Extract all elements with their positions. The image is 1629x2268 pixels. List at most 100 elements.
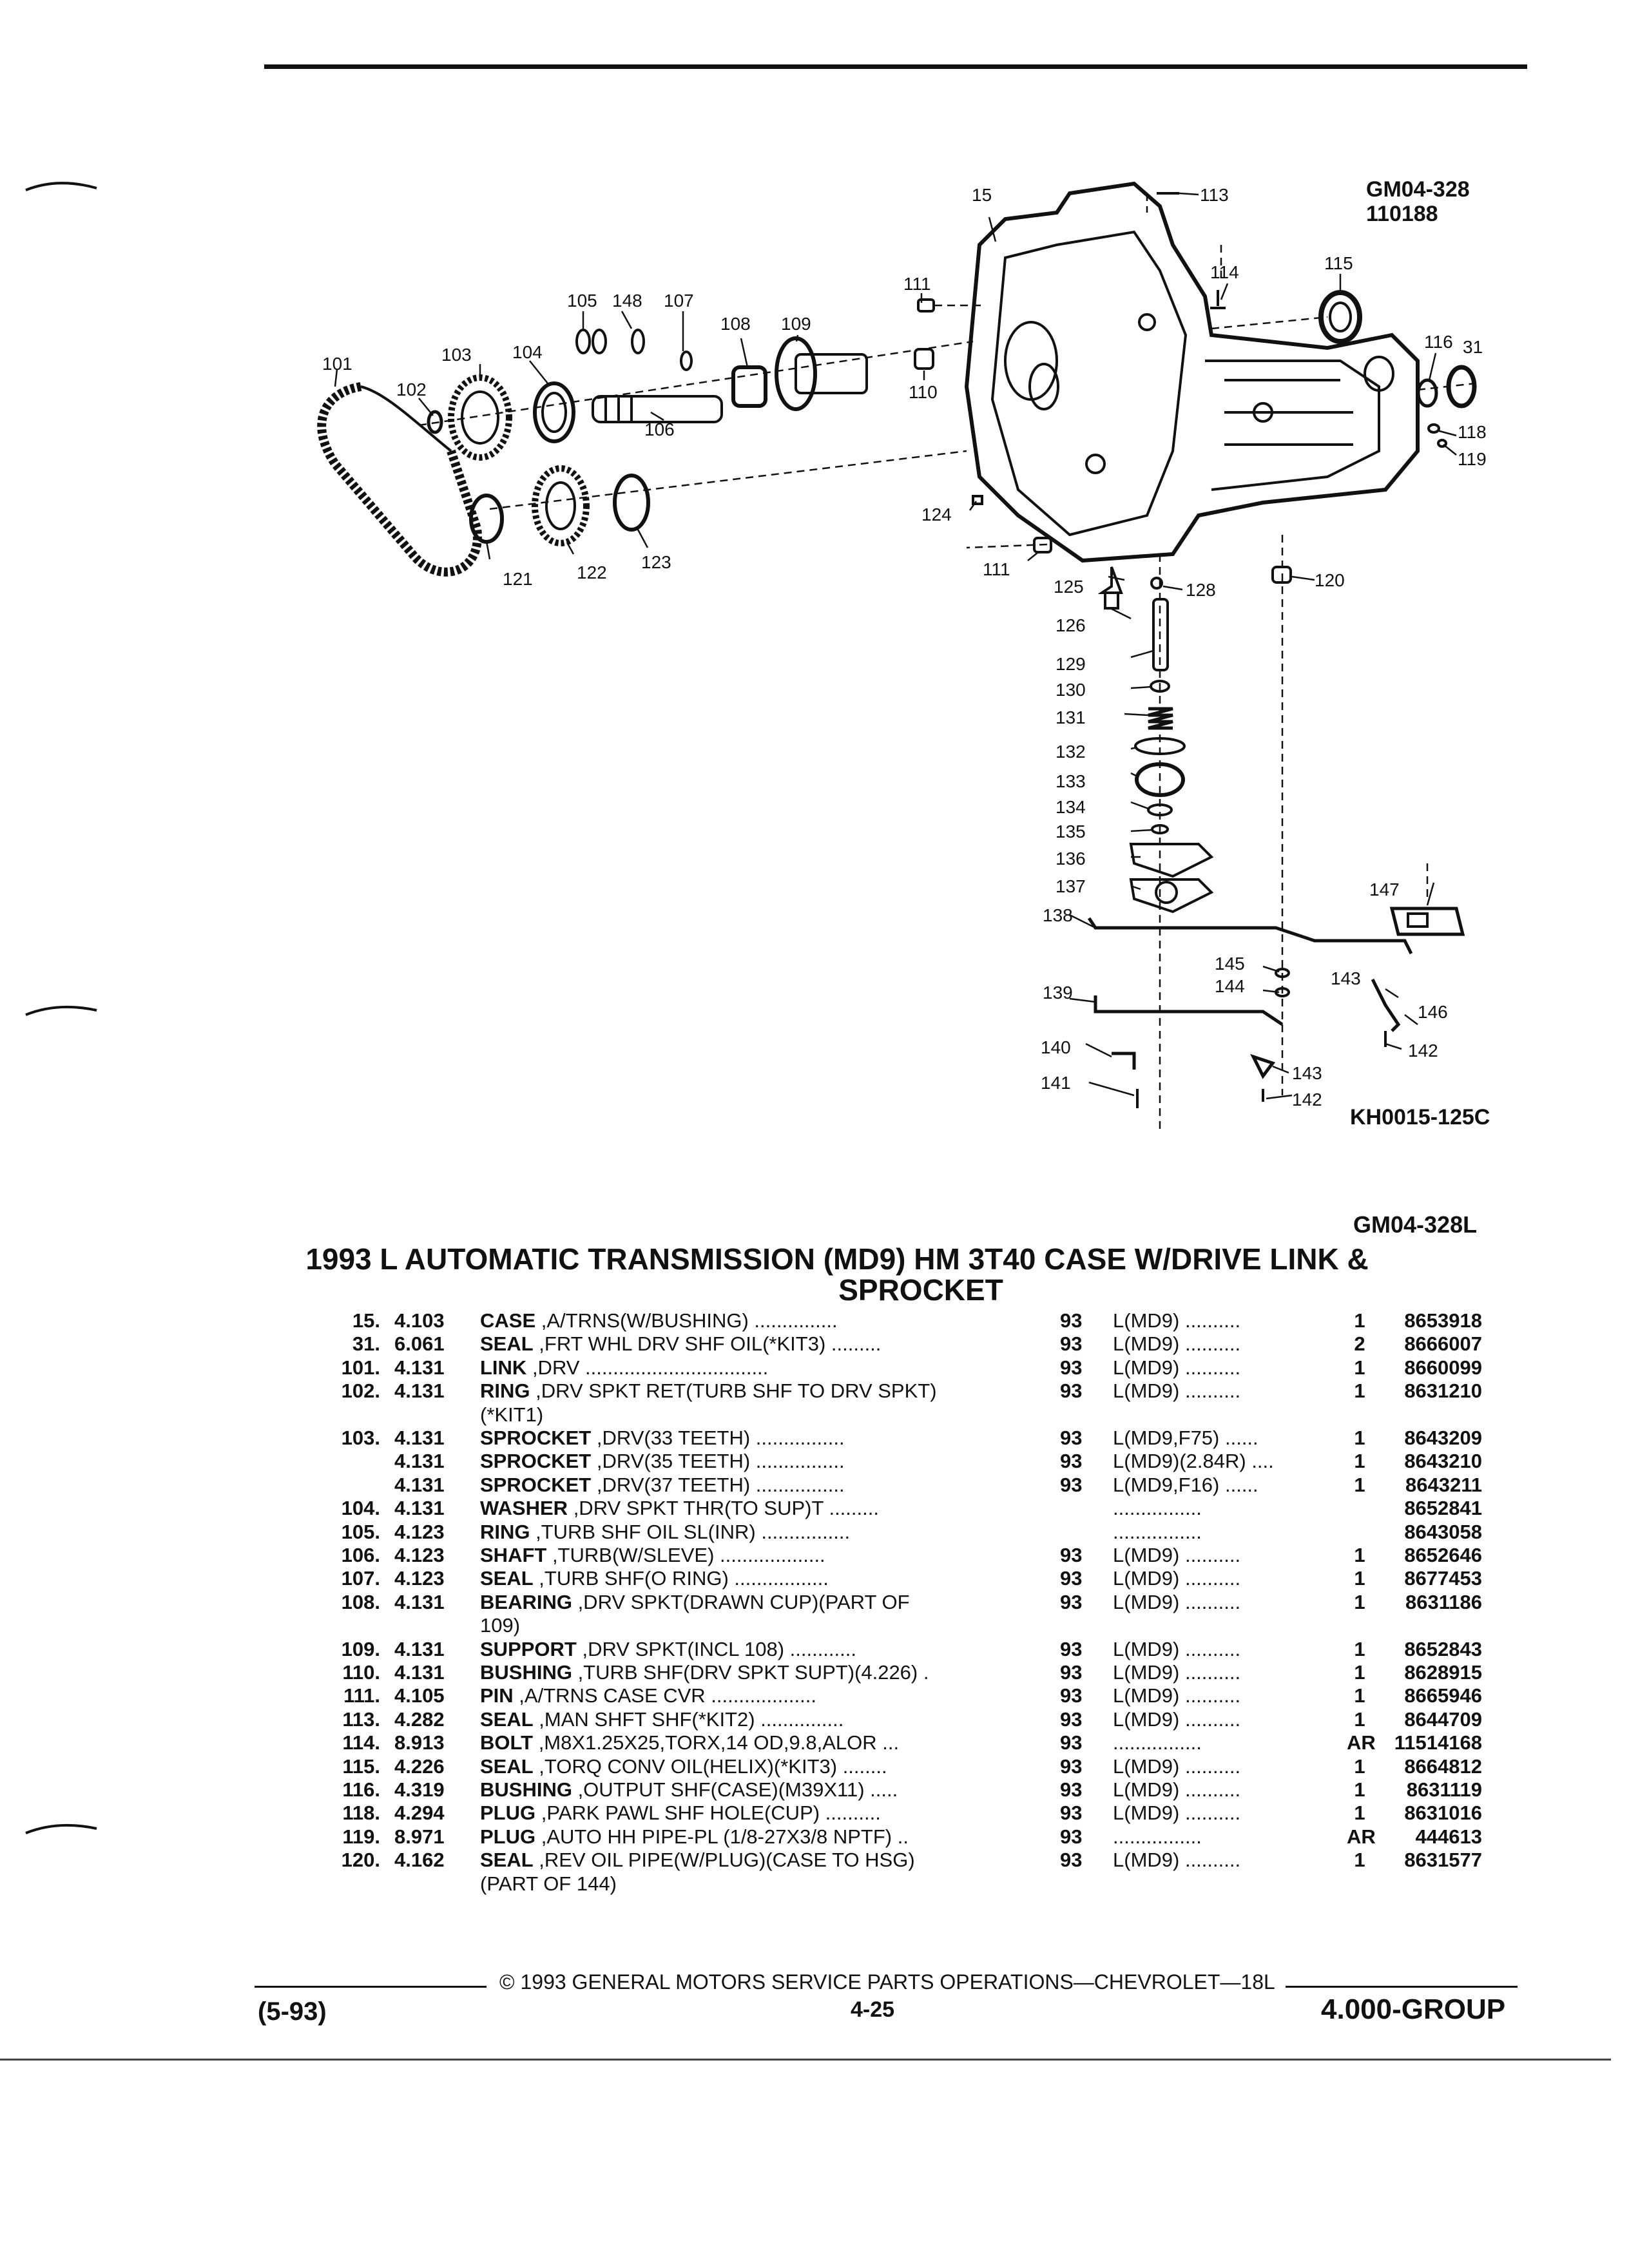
model-code: L(MD9) .......... (1113, 1754, 1241, 1778)
footer-rule-right (1286, 1986, 1518, 1988)
part-name: SPROCKET (480, 1427, 592, 1449)
model-year: 93 (1060, 1778, 1083, 1801)
callout-label: 106 (644, 419, 675, 439)
callout-label: 124 (921, 505, 952, 524)
part-ref: 118. (342, 1802, 380, 1825)
group-number: 4.162 (394, 1849, 445, 1872)
callout-label: 31 (1463, 337, 1483, 357)
callout-label: 134 (1055, 797, 1086, 817)
part-name: RING (480, 1379, 530, 1403)
part-detail: ,DRV SPKT RET(TURB SHF TO DRV SPKT) (530, 1379, 937, 1403)
group-number: 4.123 (394, 1544, 445, 1566)
callout-label: 109 (781, 314, 811, 334)
quantity: 1 (1354, 1661, 1365, 1684)
part-description: SPROCKET ,DRV(37 TEETH) ................ (480, 1474, 845, 1497)
callout-label: 145 (1215, 954, 1245, 974)
part-ref: 119. (342, 1825, 380, 1848)
part-ref: 108. (341, 1590, 380, 1613)
model-code: L(MD9) .......... (1113, 1778, 1241, 1801)
footer-rule-left (255, 1986, 487, 1988)
callout-label: 144 (1215, 976, 1245, 996)
callout-label: 102 (396, 380, 427, 399)
drive-link-chain (317, 382, 482, 577)
part-detail: ,OUTPUT SHF(CASE)(M39X11) ..... (572, 1778, 898, 1801)
callout-label: 118 (1458, 422, 1487, 442)
part-name: PLUG (480, 1825, 536, 1848)
part-description: SUPPORT ,DRV SPKT(INCL 108) ............ (480, 1638, 856, 1661)
top-rule (264, 64, 1527, 69)
model-code: ................ (1113, 1520, 1202, 1543)
callout-label: 135 (1055, 822, 1086, 841)
quantity: AR (1347, 1731, 1376, 1754)
quantity: 1 (1354, 1590, 1365, 1613)
part-ref: 31. (352, 1332, 380, 1356)
part-name: SPROCKET (480, 1473, 592, 1496)
transmission-case (964, 181, 1420, 563)
group-number: 4.131 (394, 1637, 445, 1660)
group-number: 4.131 (394, 1473, 445, 1496)
part-number: 8643210 (1404, 1450, 1482, 1473)
group-number: 4.131 (394, 1427, 445, 1449)
part-name: SUPPORT (480, 1637, 577, 1660)
quantity: AR (1347, 1825, 1376, 1848)
model-year: 93 (1060, 1450, 1083, 1473)
part-name: SEAL (480, 1707, 534, 1731)
sprocket-support (775, 336, 868, 411)
part-name: BEARING (480, 1590, 572, 1613)
model-code: L(MD9) .......... (1113, 1684, 1241, 1707)
part-number: 8677453 (1404, 1567, 1482, 1590)
margin-marks (25, 182, 97, 1834)
part-number: 8643211 (1405, 1473, 1482, 1496)
callout-label: 140 (1041, 1037, 1071, 1057)
callout-label: 108 (720, 314, 751, 334)
part-description: BUSHING ,TURB SHF(DRV SPKT SUPT)(4.226) … (480, 1661, 929, 1684)
part-ref: 103. (341, 1427, 380, 1449)
group-number: 4.103 (394, 1309, 445, 1332)
part-description: 109) (480, 1614, 520, 1637)
callout-label: 137 (1055, 876, 1086, 896)
quantity: 1 (1354, 1567, 1365, 1590)
model-code: L(MD9) .......... (1113, 1802, 1241, 1825)
quantity: 1 (1354, 1849, 1365, 1872)
callout-label: 15 (972, 185, 992, 205)
group-number: 6.061 (394, 1332, 445, 1356)
part-detail: ,REV OIL PIPE(W/PLUG)(CASE TO HSG) (533, 1849, 915, 1872)
quantity: 1 (1354, 1684, 1365, 1707)
quantity: 1 (1354, 1450, 1365, 1473)
part-detail: ,DRV(35 TEETH) ................ (591, 1450, 845, 1473)
part-detail: ,TURB(W/SLEVE) ................... (546, 1544, 825, 1566)
part-name: SEAL (480, 1849, 534, 1872)
part-description: BUSHING ,OUTPUT SHF(CASE)(M39X11) ..... (480, 1778, 898, 1802)
model-code: ................ (1113, 1731, 1202, 1754)
callout-label: 115 (1324, 253, 1353, 273)
group-number: 4.319 (394, 1778, 445, 1801)
header-code: GM04-328 (1366, 177, 1470, 202)
part-name: SEAL (480, 1332, 534, 1356)
callout-label: 126 (1055, 615, 1086, 635)
part-name: BOLT (480, 1731, 534, 1754)
table-row: (*KIT1) (0, 1403, 1629, 1427)
part-description: SPROCKET ,DRV(35 TEETH) ................ (480, 1450, 845, 1473)
part-detail: ,PARK PAWL SHF HOLE(CUP) .......... (535, 1802, 881, 1825)
part-description: PLUG ,AUTO HH PIPE-PL (1/8-27X3/8 NPTF) … (480, 1825, 909, 1849)
part-number: 8665946 (1404, 1684, 1482, 1707)
model-year: 93 (1060, 1637, 1083, 1660)
group-number: 8.971 (394, 1825, 445, 1848)
part-number: 8652841 (1404, 1497, 1482, 1520)
callout-label: 121 (503, 569, 533, 589)
park-pawl-bracket (1389, 907, 1465, 936)
part-name: BUSHING (480, 1778, 572, 1801)
part-detail: ,MAN SHFT SHF(*KIT2) ............... (533, 1707, 844, 1731)
model-code: L(MD9,F75) ...... (1113, 1427, 1258, 1449)
model-code: ................ (1113, 1825, 1202, 1848)
part-ref: 105. (341, 1520, 380, 1543)
quantity: 1 (1354, 1802, 1365, 1825)
part-description: BEARING ,DRV SPKT(DRAWN CUP)(PART OF (480, 1591, 910, 1614)
